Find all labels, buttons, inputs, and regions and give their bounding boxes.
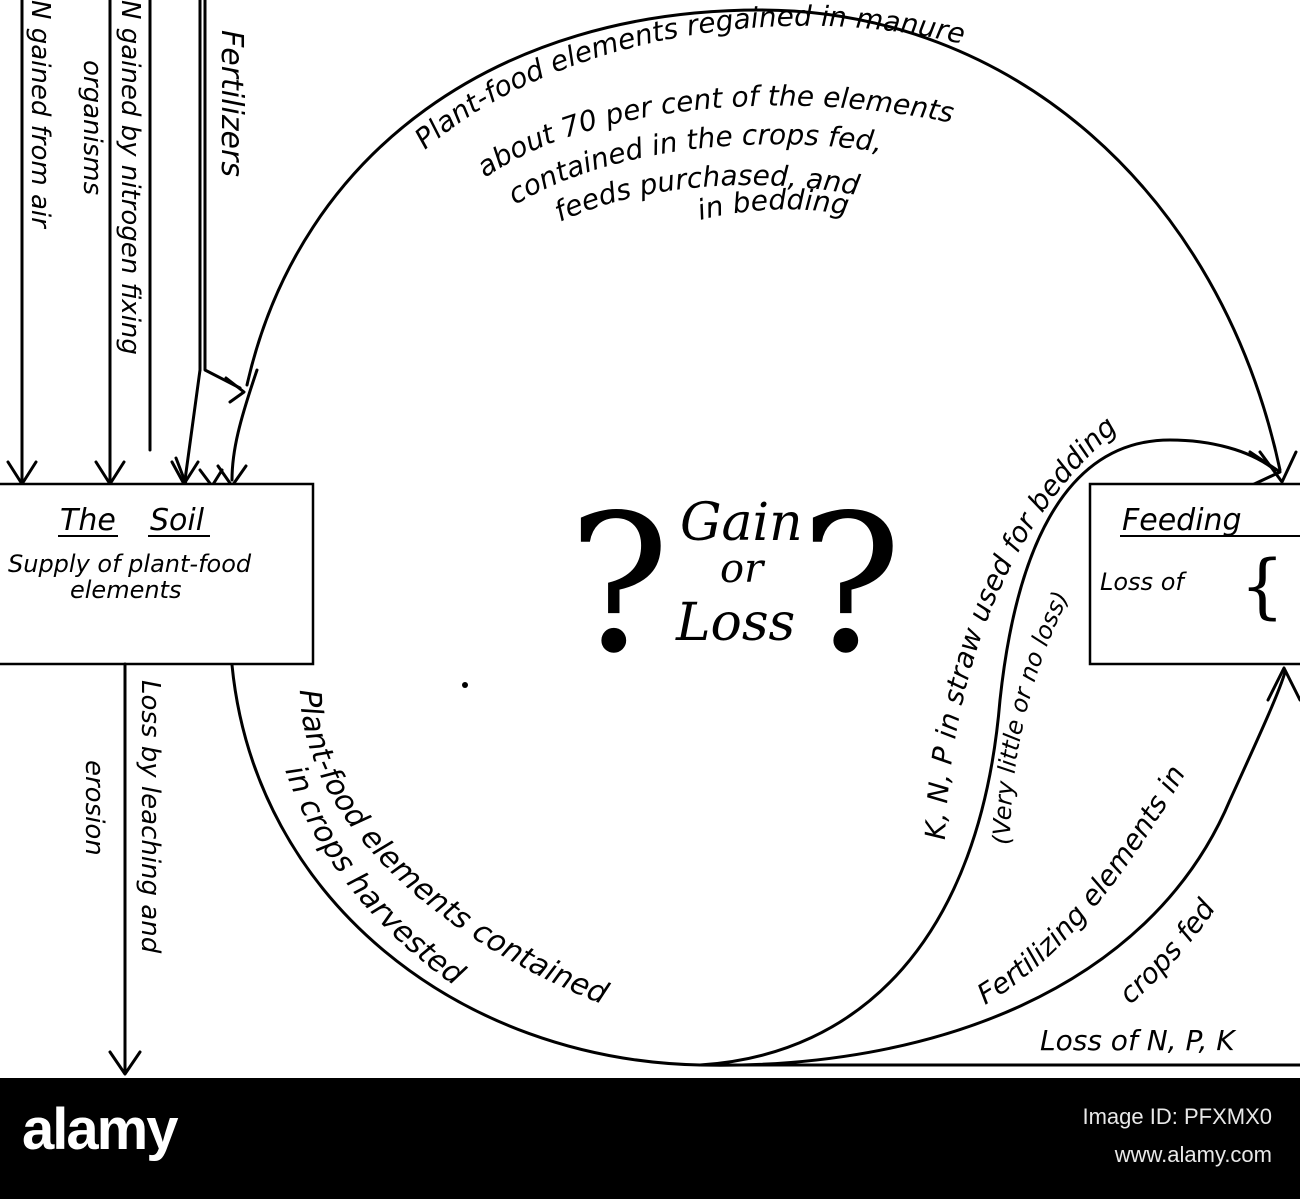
label-fertilizers: Fertilizers xyxy=(214,30,249,177)
cycle-circle xyxy=(245,8,1282,472)
fertilizer-second-arrowhead xyxy=(174,456,188,486)
feeding-box xyxy=(1088,482,1300,666)
soil-box xyxy=(0,482,315,666)
label-harvested-2: in crops harvested xyxy=(277,761,471,993)
label-manure-5: in bedding xyxy=(694,183,852,227)
straw-arrowhead xyxy=(1248,450,1282,488)
straw-curve xyxy=(698,438,1277,1067)
center-gain: Gain xyxy=(680,493,803,553)
diagram: The Soil Supply of plant-food elements F… xyxy=(0,0,1300,1076)
question-mark-right: ? xyxy=(800,474,902,695)
nutrient-cycle-diagram: The Soil Supply of plant-food elements F… xyxy=(0,0,1300,1076)
site-url[interactable]: www.alamy.com xyxy=(1114,1142,1272,1167)
label-fixing-2: organisms xyxy=(77,60,107,195)
alamy-logo[interactable]: alamy xyxy=(22,1097,178,1162)
fertilizer-to-soil xyxy=(203,348,242,390)
soil-line2: elements xyxy=(70,576,181,604)
harvest-to-feeding-arrowhead xyxy=(1266,666,1300,702)
leaching-arrowhead xyxy=(108,1050,142,1076)
label-air: N gained from air xyxy=(25,0,55,230)
question-mark-left: ? xyxy=(568,474,670,695)
harvested-arc xyxy=(230,663,1287,1067)
label-bottom-loss: Loss of N, P, K xyxy=(1040,1024,1237,1057)
label-straw-2: (Very little or no loss) xyxy=(988,587,1075,845)
label-leaching-2: erosion xyxy=(79,760,109,856)
center-or: or xyxy=(720,546,766,592)
center-loss: Loss xyxy=(675,593,795,653)
feeding-loss-of: Loss of xyxy=(1100,568,1187,596)
feeding-title: Feeding xyxy=(1122,503,1242,538)
label-fixing-1: N gained by nitrogen fixing xyxy=(115,0,145,355)
soil-title-soil: Soil xyxy=(150,503,205,538)
label-leaching-1: Loss by leaching and xyxy=(135,680,165,954)
soil-title-the: The xyxy=(60,503,116,538)
label-crops-fed-2: crops fed xyxy=(1113,893,1222,1011)
stray-dot xyxy=(462,682,468,688)
watermark-footer: alamy Image ID: PFXMX0 www.alamy.com xyxy=(0,1078,1300,1199)
feeding-brace: { xyxy=(1240,545,1285,627)
fertilizer-hook xyxy=(224,376,246,404)
image-id: Image ID: PFXMX0 xyxy=(1082,1104,1272,1129)
fertilizer-diag xyxy=(183,368,202,482)
soil-line1: Supply of plant-food xyxy=(8,550,252,578)
manure-to-soil-line xyxy=(230,368,259,482)
